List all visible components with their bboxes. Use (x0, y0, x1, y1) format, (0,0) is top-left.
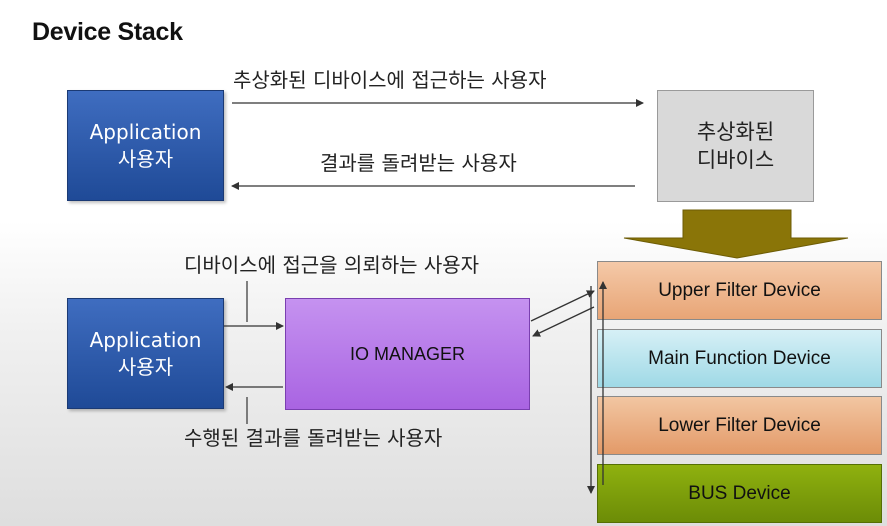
bottom-app-user-label: 사용자 (117, 354, 174, 379)
bottom-application-box: Application 사용자 (67, 298, 224, 409)
upper-filter-label: Upper Filter Device (658, 279, 821, 301)
abstract-device-line2: 디바이스 (696, 148, 775, 172)
main-function-device-box: Main Function Device (597, 329, 882, 388)
io-manager-label: IO MANAGER (349, 343, 465, 364)
bottom-app-label: Application (89, 327, 202, 352)
stack-to-io-arrow (532, 306, 595, 337)
abstract-device-line1: 추상화된 (696, 120, 775, 144)
abstract-device-box: 추상화된 디바이스 (657, 90, 814, 202)
io-to-stack-arrow (530, 290, 595, 322)
upper-filter-device-box: Upper Filter Device (597, 261, 882, 320)
io-manager-box: IO MANAGER (285, 298, 530, 410)
top-app-label: Application (89, 119, 202, 144)
result-label: 수행된 결과를 돌려받는 사용자 (184, 426, 443, 450)
lower-filter-device-box: Lower Filter Device (597, 396, 882, 455)
lower-filter-label: Lower Filter Device (658, 414, 821, 436)
top-app-user-label: 사용자 (117, 146, 174, 171)
bus-device-box: BUS Device (597, 464, 882, 523)
request-label: 디바이스에 접근을 의뢰하는 사용자 (184, 253, 480, 277)
bus-device-label: BUS Device (688, 482, 791, 504)
forward-arrow-label: 추상화된 디바이스에 접근하는 사용자 (233, 68, 547, 92)
main-function-label: Main Function Device (648, 347, 831, 369)
top-application-box: Application 사용자 (67, 90, 224, 201)
big-down-arrow (623, 209, 849, 259)
page-title: Device Stack (32, 18, 183, 46)
back-arrow-label: 결과를 돌려받는 사용자 (320, 151, 517, 175)
